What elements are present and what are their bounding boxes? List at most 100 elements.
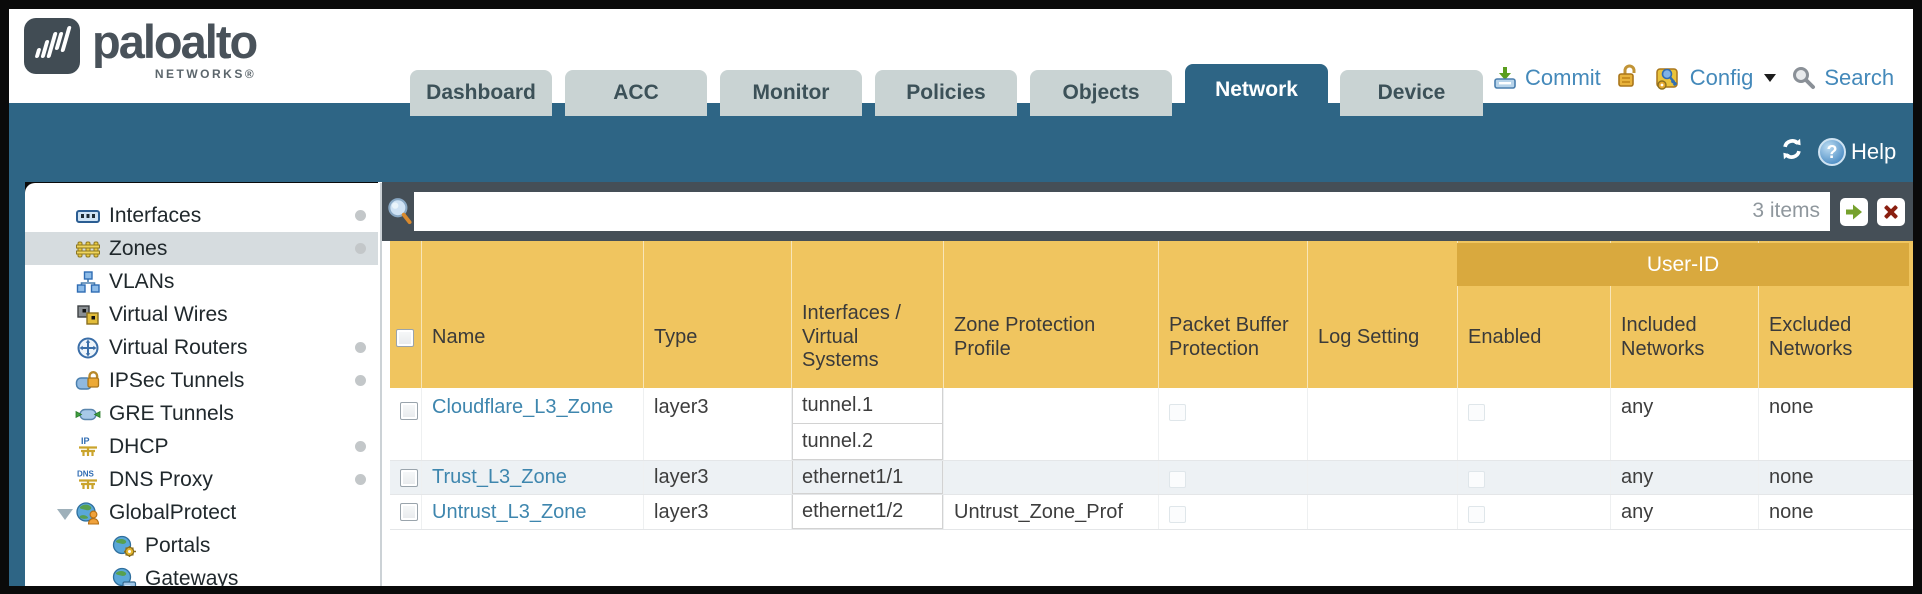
sidebar-item-dhcp[interactable]: IP DHCP [25, 430, 378, 463]
zone-name-link[interactable]: Untrust_L3_Zone [432, 500, 587, 523]
sidebar-item-virtual-wires[interactable]: Virtual Wires [25, 298, 378, 331]
status-dot [355, 375, 366, 386]
filter-search-icon [388, 198, 412, 225]
tab-network[interactable]: Network [1185, 64, 1328, 116]
sidebar-item-gre-tunnels[interactable]: GRE Tunnels [25, 397, 378, 430]
sidebar-splitter[interactable] [380, 183, 382, 586]
sidebar-item-ipsec-tunnels[interactable]: IPSec Tunnels [25, 364, 378, 397]
dhcp-icon: IP [79, 436, 97, 456]
config-icon [1656, 68, 1678, 90]
apply-filter-button[interactable] [1840, 198, 1868, 226]
brand-subtitle: NETWORKS® [154, 67, 257, 81]
zone-name-cell: Cloudflare_L3_Zone [421, 388, 643, 460]
sidebar-item-label: VLANs [109, 269, 175, 293]
column-header-type[interactable]: Type [643, 241, 791, 388]
close-icon [1882, 203, 1900, 221]
column-header-enabled[interactable]: Enabled [1457, 241, 1610, 388]
tab-dashboard[interactable]: Dashboard [410, 70, 552, 116]
zone-interfaces-cell: tunnel.1 tunnel.2 [791, 388, 943, 460]
search-button[interactable]: Search [1791, 65, 1894, 91]
packet-buffer-checkbox[interactable] [1169, 505, 1186, 523]
help-button[interactable]: ? Help [1818, 138, 1896, 166]
packet-buffer-checkbox[interactable] [1169, 404, 1186, 421]
table-header: User-ID Name Type Interfaces / Virtual S… [390, 241, 1913, 388]
user-id-enabled-checkbox[interactable] [1468, 471, 1485, 488]
paloalto-logo-icon [24, 18, 80, 74]
zone-name-cell: Untrust_L3_Zone [421, 495, 643, 529]
tab-monitor[interactable]: Monitor [720, 70, 862, 116]
row-checkbox[interactable] [400, 468, 418, 487]
column-header-included-networks[interactable]: Included Networks [1610, 241, 1758, 388]
filter-input-wrap: 3 items [414, 192, 1830, 231]
tab-acc[interactable]: ACC [565, 70, 707, 116]
row-checkbox-cell [390, 495, 421, 529]
row-checkbox[interactable] [400, 503, 418, 521]
excluded-networks-cell: none [1758, 388, 1913, 460]
status-dot [355, 210, 366, 221]
sidebar-item-label: DHCP [109, 434, 169, 458]
config-label: Config [1689, 65, 1754, 90]
teal-band [9, 103, 1913, 182]
table-row: Cloudflare_L3_Zone layer3 tunnel.1 tunne… [390, 388, 1913, 461]
commit-button[interactable]: Commit [1492, 65, 1601, 91]
zones-table-body: Cloudflare_L3_Zone layer3 tunnel.1 tunne… [390, 388, 1913, 530]
sidebar-item-zones[interactable]: Zones [25, 232, 378, 265]
sidebar-item-globalprotect[interactable]: GlobalProtect [25, 496, 378, 529]
chevron-down-icon [1764, 74, 1777, 82]
sidebar-item-vlans[interactable]: VLANs [25, 265, 378, 298]
lock-icon [1617, 64, 1636, 87]
sidebar-item-portals[interactable]: Portals [25, 529, 378, 562]
column-header-excluded-networks[interactable]: Excluded Networks [1758, 241, 1913, 388]
user-id-enabled-checkbox[interactable] [1468, 505, 1485, 523]
user-id-enabled-cell [1457, 388, 1610, 460]
row-checkbox[interactable] [400, 402, 418, 420]
sidebar-item-gateways[interactable]: Gateways [25, 562, 378, 586]
sidebar-item-virtual-routers[interactable]: Virtual Routers [25, 331, 378, 364]
collapse-arrow-icon[interactable] [57, 509, 73, 520]
column-header-zone-protection-profile[interactable]: Zone Protection Profile [943, 241, 1158, 388]
excluded-networks-cell: none [1758, 461, 1913, 494]
sidebar-item-label: DNS Proxy [109, 467, 213, 491]
column-header-log-setting[interactable]: Log Setting [1307, 241, 1457, 388]
column-header-interfaces[interactable]: Interfaces / Virtual Systems [791, 241, 943, 388]
sidebar: Interfaces Zones VLANs [25, 183, 378, 586]
clear-filter-button[interactable] [1877, 198, 1905, 226]
sidebar-item-dns-proxy[interactable]: DNS DNS Proxy [25, 463, 378, 496]
tab-device[interactable]: Device [1340, 70, 1483, 116]
tab-objects[interactable]: Objects [1030, 70, 1172, 116]
config-menu[interactable]: Config [1655, 65, 1777, 91]
zone-type-cell: layer3 [643, 461, 791, 494]
zones-icon [76, 241, 100, 257]
lock-button[interactable] [1616, 63, 1640, 94]
gre-tunnels-icon [75, 408, 101, 420]
zone-name-cell: Trust_L3_Zone [421, 461, 643, 494]
band-icons: ? Help [1778, 136, 1896, 168]
tab-policies[interactable]: Policies [875, 70, 1017, 116]
top-toolbar: Commit Config [1492, 58, 1894, 98]
sidebar-item-label: GRE Tunnels [109, 401, 234, 425]
zone-name-link[interactable]: Cloudflare_L3_Zone [432, 396, 614, 418]
select-all-checkbox[interactable] [396, 328, 414, 347]
user-id-enabled-cell [1457, 495, 1610, 529]
interface-item: tunnel.2 [792, 424, 943, 460]
brand-name: paloalto [92, 15, 258, 68]
sidebar-item-interfaces[interactable]: Interfaces [25, 199, 378, 232]
status-dot [355, 243, 366, 254]
filter-input[interactable] [414, 192, 1830, 231]
table-row: Untrust_L3_Zone layer3 ethernet1/2 Untru… [390, 495, 1913, 530]
refresh-button[interactable] [1778, 136, 1806, 168]
sidebar-item-label: IPSec Tunnels [109, 368, 245, 392]
zone-protection-profile-cell [943, 461, 1158, 494]
zone-name-link[interactable]: Trust_L3_Zone [432, 466, 567, 488]
user-id-enabled-checkbox[interactable] [1468, 404, 1485, 421]
header-checkbox-cell [390, 241, 421, 388]
svg-text:DNS: DNS [77, 469, 95, 478]
column-header-packet-buffer-protection[interactable]: Packet Buffer Protection [1158, 241, 1307, 388]
packet-buffer-checkbox[interactable] [1169, 471, 1186, 488]
interface-item: tunnel.1 [792, 388, 943, 424]
status-dot [355, 474, 366, 485]
column-header-name[interactable]: Name [421, 241, 643, 388]
vlans-icon [76, 270, 100, 293]
filter-bar: 3 items [382, 182, 1913, 241]
zone-protection-profile-cell [943, 388, 1158, 460]
